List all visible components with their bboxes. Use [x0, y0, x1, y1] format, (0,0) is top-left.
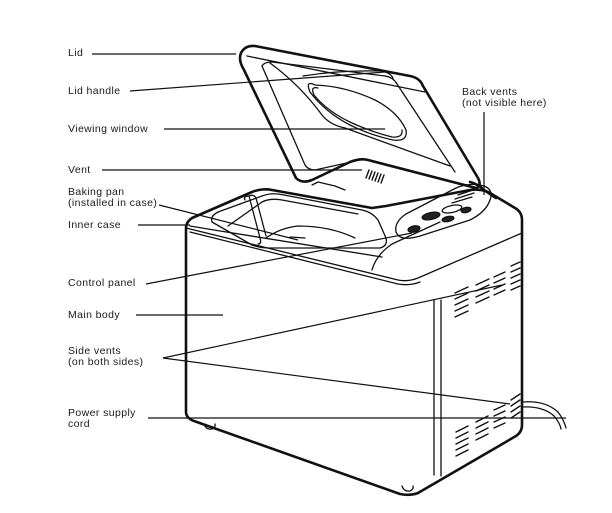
- power-cord: [521, 401, 567, 430]
- label-vent: Vent: [68, 165, 91, 176]
- label-viewing-window-text: Viewing window: [68, 123, 149, 135]
- label-side-vents-line2: (on both sides): [68, 356, 144, 368]
- label-power-cord: Power supply cord: [68, 408, 136, 430]
- foot: [203, 423, 216, 430]
- label-back-vents-line1: Back vents: [462, 86, 518, 98]
- lid-handle: [302, 70, 394, 79]
- label-side-vents-line1: Side vents: [68, 345, 122, 357]
- label-back-vents: Back vents (not visible here): [462, 87, 547, 109]
- label-side-vents: Side vents (on both sides): [68, 346, 143, 368]
- lid-vent: [365, 169, 385, 184]
- label-control-panel: Control panel: [68, 278, 136, 289]
- side-vents-lower: [455, 393, 521, 457]
- label-main-body-text: Main body: [68, 309, 121, 321]
- lid: [238, 44, 481, 190]
- label-baking-pan-line2: (installed in case): [68, 197, 158, 209]
- label-inner-case: Inner case: [68, 220, 121, 231]
- label-lid-handle: Lid handle: [68, 86, 120, 97]
- inner-case: [189, 225, 383, 258]
- label-vent-text: Vent: [68, 164, 91, 176]
- label-main-body: Main body: [68, 310, 120, 321]
- label-baking-pan: Baking pan (installed in case): [68, 187, 157, 209]
- label-lid: Lid: [68, 48, 83, 59]
- leader-lines: [92, 53, 566, 419]
- label-back-vents-line2: (not visible here): [462, 97, 547, 109]
- label-power-cord-line1: Power supply: [68, 407, 136, 419]
- label-baking-pan-line1: Baking pan: [68, 186, 125, 198]
- control-panel: [395, 183, 492, 239]
- label-control-panel-text: Control panel: [68, 277, 136, 289]
- label-viewing-window: Viewing window: [68, 124, 148, 135]
- label-lid-text: Lid: [68, 47, 84, 59]
- main-body: [184, 188, 524, 497]
- label-lid-handle-text: Lid handle: [68, 85, 121, 97]
- lid-hinge: [311, 181, 346, 191]
- foot: [401, 485, 414, 492]
- baking-pan: [210, 193, 388, 249]
- viewing-window: [307, 82, 407, 141]
- side-vents-upper: [454, 261, 521, 318]
- label-inner-case-text: Inner case: [68, 219, 122, 231]
- label-power-cord-line2: cord: [68, 418, 91, 430]
